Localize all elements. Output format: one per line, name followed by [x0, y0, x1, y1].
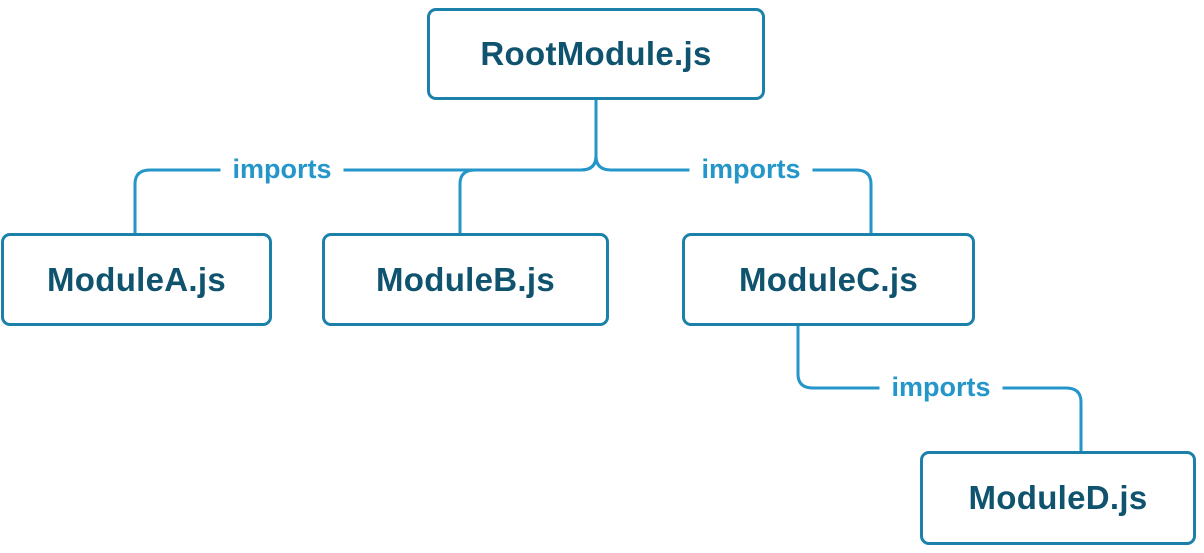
node-moduled: ModuleD.js — [920, 451, 1196, 545]
edge-label-imports-left: imports — [220, 154, 344, 185]
edge-label-imports-bottom: imports — [879, 372, 1003, 403]
edge-root-to-a — [133, 100, 598, 233]
edge-label-imports-right: imports — [689, 154, 813, 185]
node-modulea: ModuleA.js — [1, 233, 272, 326]
edge-root-to-b — [458, 100, 598, 233]
node-moduleb: ModuleB.js — [322, 233, 609, 326]
node-modulec: ModuleC.js — [682, 233, 975, 326]
node-rootmodule: RootModule.js — [427, 8, 765, 100]
